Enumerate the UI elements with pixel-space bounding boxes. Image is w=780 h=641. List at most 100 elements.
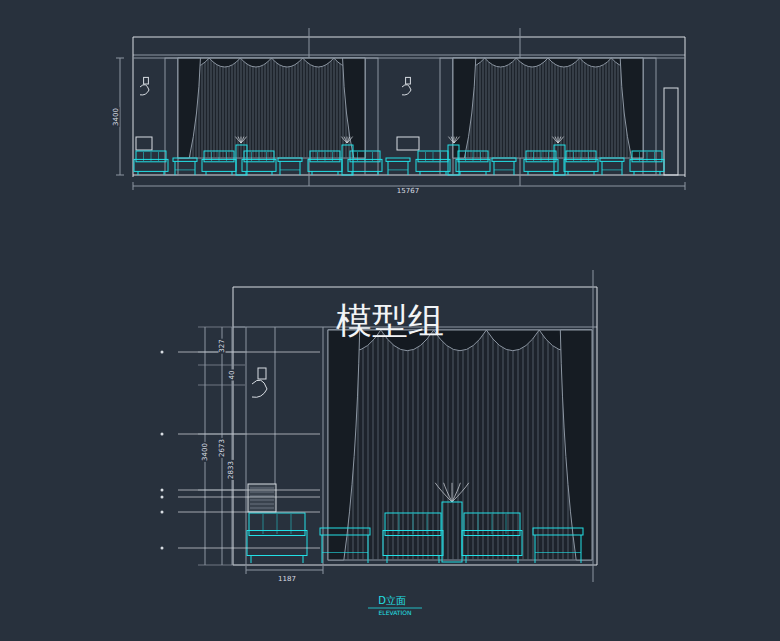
drawing-line — [198, 385, 245, 386]
drawing-line — [534, 58, 535, 158]
drawing-path — [328, 330, 360, 560]
drawing-rect — [632, 151, 662, 162]
drawing-path — [552, 137, 558, 143]
drawing-line — [373, 330, 374, 560]
drawing-line — [133, 186, 685, 187]
drawing-path — [453, 58, 476, 158]
drawing-line — [352, 171, 353, 175]
drawing-line — [525, 58, 526, 158]
drawing-line — [494, 169, 514, 170]
drawing-line — [325, 58, 326, 158]
drawing-line — [439, 556, 440, 564]
drawing-line — [408, 330, 409, 560]
drawing-rect — [204, 151, 234, 162]
drawing-line — [265, 58, 266, 158]
drawing-line — [504, 58, 505, 158]
drawing-path — [252, 380, 267, 397]
drawing-line — [310, 58, 311, 158]
drawing-title: D立面 — [377, 596, 407, 606]
drawing-line — [594, 171, 595, 175]
drawing-line — [233, 565, 597, 566]
drawing-line — [372, 152, 373, 161]
drawing-rect — [350, 151, 380, 162]
drawing-path — [555, 137, 558, 143]
drawing-line — [232, 327, 233, 565]
drawing-line — [548, 152, 549, 161]
drawing-line — [494, 161, 495, 175]
drawing-line — [304, 58, 305, 158]
drawing-rect — [328, 330, 592, 560]
dimension-text: 327 — [219, 338, 226, 353]
drawing-line — [178, 548, 320, 549]
drawing-line — [458, 330, 459, 560]
dimension-text: 15767 — [396, 188, 420, 195]
drawing-path — [452, 483, 469, 502]
drawing-line — [488, 330, 489, 560]
drawing-line — [603, 58, 604, 158]
drawing-line — [507, 58, 508, 158]
drawing-line — [588, 58, 589, 158]
drawing-path — [558, 137, 564, 143]
drawing-line — [313, 58, 314, 158]
drawing-line — [322, 552, 368, 553]
drawing-line — [480, 152, 481, 161]
drawing-line — [246, 570, 323, 571]
drawing-line — [317, 152, 318, 161]
drawing-rect — [310, 151, 340, 162]
drawing-line — [413, 514, 414, 534]
drawing-line — [594, 58, 595, 158]
drawing-line — [448, 330, 449, 560]
drawing-line — [226, 152, 227, 161]
drawing-rect — [526, 151, 556, 162]
drawing-line — [388, 330, 389, 560]
drawing-line — [518, 556, 519, 564]
drawing-line — [513, 58, 514, 158]
drawing-line — [251, 152, 252, 161]
drawing-line — [465, 152, 466, 161]
drawing-path — [453, 58, 643, 67]
drawing-line — [548, 330, 549, 560]
drawing-line — [399, 514, 400, 534]
drawing-rect — [533, 528, 583, 535]
drawing-line — [473, 152, 474, 161]
drawing-rect — [136, 151, 166, 162]
drawing-line — [151, 152, 152, 161]
drawing-rect — [630, 159, 664, 171]
drawing-path — [178, 58, 365, 67]
drawing-line — [229, 58, 230, 158]
drawing-line — [552, 58, 553, 158]
drawing-line — [473, 330, 474, 560]
drawing-line — [250, 508, 274, 509]
drawing-line — [528, 58, 529, 158]
drawing-line — [579, 58, 580, 158]
drawing-path — [344, 137, 347, 143]
drawing-path — [435, 483, 452, 502]
drawing-line — [205, 58, 206, 158]
drawing-rect — [442, 502, 462, 562]
drawing-line — [232, 171, 233, 175]
drawing-line — [164, 171, 165, 175]
drawing-rect — [564, 159, 598, 171]
drawing-line — [289, 58, 290, 158]
drawing-line — [274, 58, 275, 158]
drawing-line — [478, 330, 479, 560]
drawing-line — [555, 58, 556, 158]
drawing-line — [368, 535, 369, 563]
dimension-text: ELEVATION — [378, 610, 413, 616]
drawing-line — [513, 330, 514, 560]
drawing-rect — [249, 513, 305, 536]
drawing-line — [480, 58, 481, 158]
dimension-text: 1187 — [277, 576, 297, 583]
drawing-path — [452, 483, 460, 502]
drawing-path — [560, 330, 592, 560]
dimension-text: 3400 — [113, 107, 120, 127]
drawing-line — [178, 490, 320, 491]
leader-dot — [161, 547, 164, 550]
drawing-line — [418, 330, 419, 560]
drawing-line — [363, 330, 364, 560]
drawing-line — [538, 330, 539, 560]
drawing-line — [466, 556, 467, 564]
drawing-line — [266, 152, 267, 161]
drawing-line — [609, 58, 610, 158]
